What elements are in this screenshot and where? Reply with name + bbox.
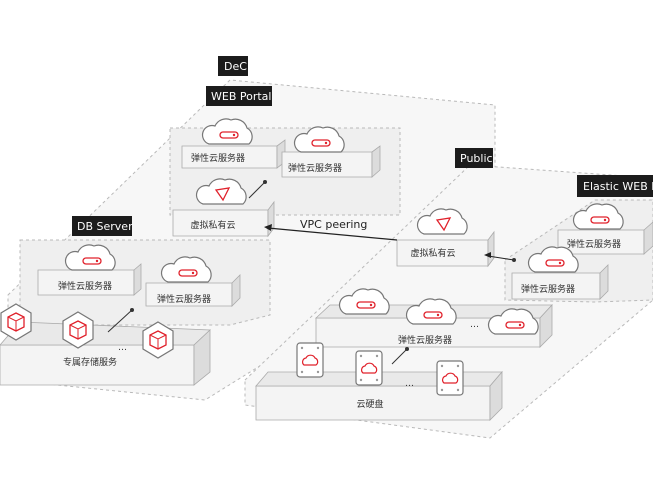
ecs-label: 弹性云服务器	[191, 152, 245, 164]
dec-label: DeC	[218, 56, 248, 76]
ellipsis: …	[470, 320, 479, 330]
db-ecs-2: 弹性云服务器	[145, 256, 241, 307]
ecs-label: 弹性云服务器	[521, 283, 575, 295]
connector	[248, 181, 266, 199]
elastic-ecs-2: 弹性云服务器	[511, 246, 609, 300]
svg-text:Public: Public	[460, 152, 493, 165]
dedicated-storage-label: 专属存储服务	[63, 356, 117, 368]
dec-vpc: 虚拟私有云	[172, 178, 275, 238]
elastic-ecs-1: 弹性云服务器	[557, 203, 653, 255]
svg-text:DeC: DeC	[224, 60, 247, 73]
cloud-disk-icon	[355, 350, 383, 386]
db-ecs-1: 弹性云服务器	[37, 244, 142, 296]
svg-text:Elastic WEB P: Elastic WEB P	[583, 180, 653, 193]
dedicated-storage-platform: 专属存储服务	[0, 321, 211, 386]
vpc-peering-line	[267, 227, 398, 241]
connector	[107, 309, 133, 333]
cloud-disk-icon	[436, 360, 464, 396]
web-portal-ecs-2: 弹性云服务器	[281, 126, 381, 178]
cloud-disk-icon	[296, 342, 324, 378]
ecs-label: 弹性云服务器	[398, 334, 452, 346]
connector	[487, 255, 515, 261]
ecs-label: 弹性云服务器	[58, 280, 112, 292]
svg-text:WEB Portal: WEB Portal	[211, 90, 271, 103]
web-portal-label: WEB Portal	[206, 86, 272, 106]
public-label: Public	[455, 148, 493, 168]
public-ecs-platform: 弹性云服务器	[314, 303, 553, 348]
ellipsis: …	[118, 343, 127, 353]
public-vpc: 虚拟私有云	[396, 208, 495, 268]
evs-label: 云硬盘	[356, 398, 383, 410]
ecs-label: 弹性云服务器	[288, 162, 342, 174]
svg-text:DB Server: DB Server	[77, 220, 133, 233]
ecs-label: 弹性云服务器	[567, 238, 621, 250]
ecs-label: 弹性云服务器	[157, 293, 211, 305]
vpc-label: 虚拟私有云	[410, 247, 455, 259]
elastic-web-label: Elastic WEB P	[577, 175, 653, 197]
connector	[391, 348, 408, 365]
vpc-label: 虚拟私有云	[190, 219, 235, 231]
vpc-peering-label: VPC peering	[300, 218, 367, 231]
ellipsis: …	[405, 379, 414, 389]
db-server-label: DB Server	[72, 216, 133, 236]
